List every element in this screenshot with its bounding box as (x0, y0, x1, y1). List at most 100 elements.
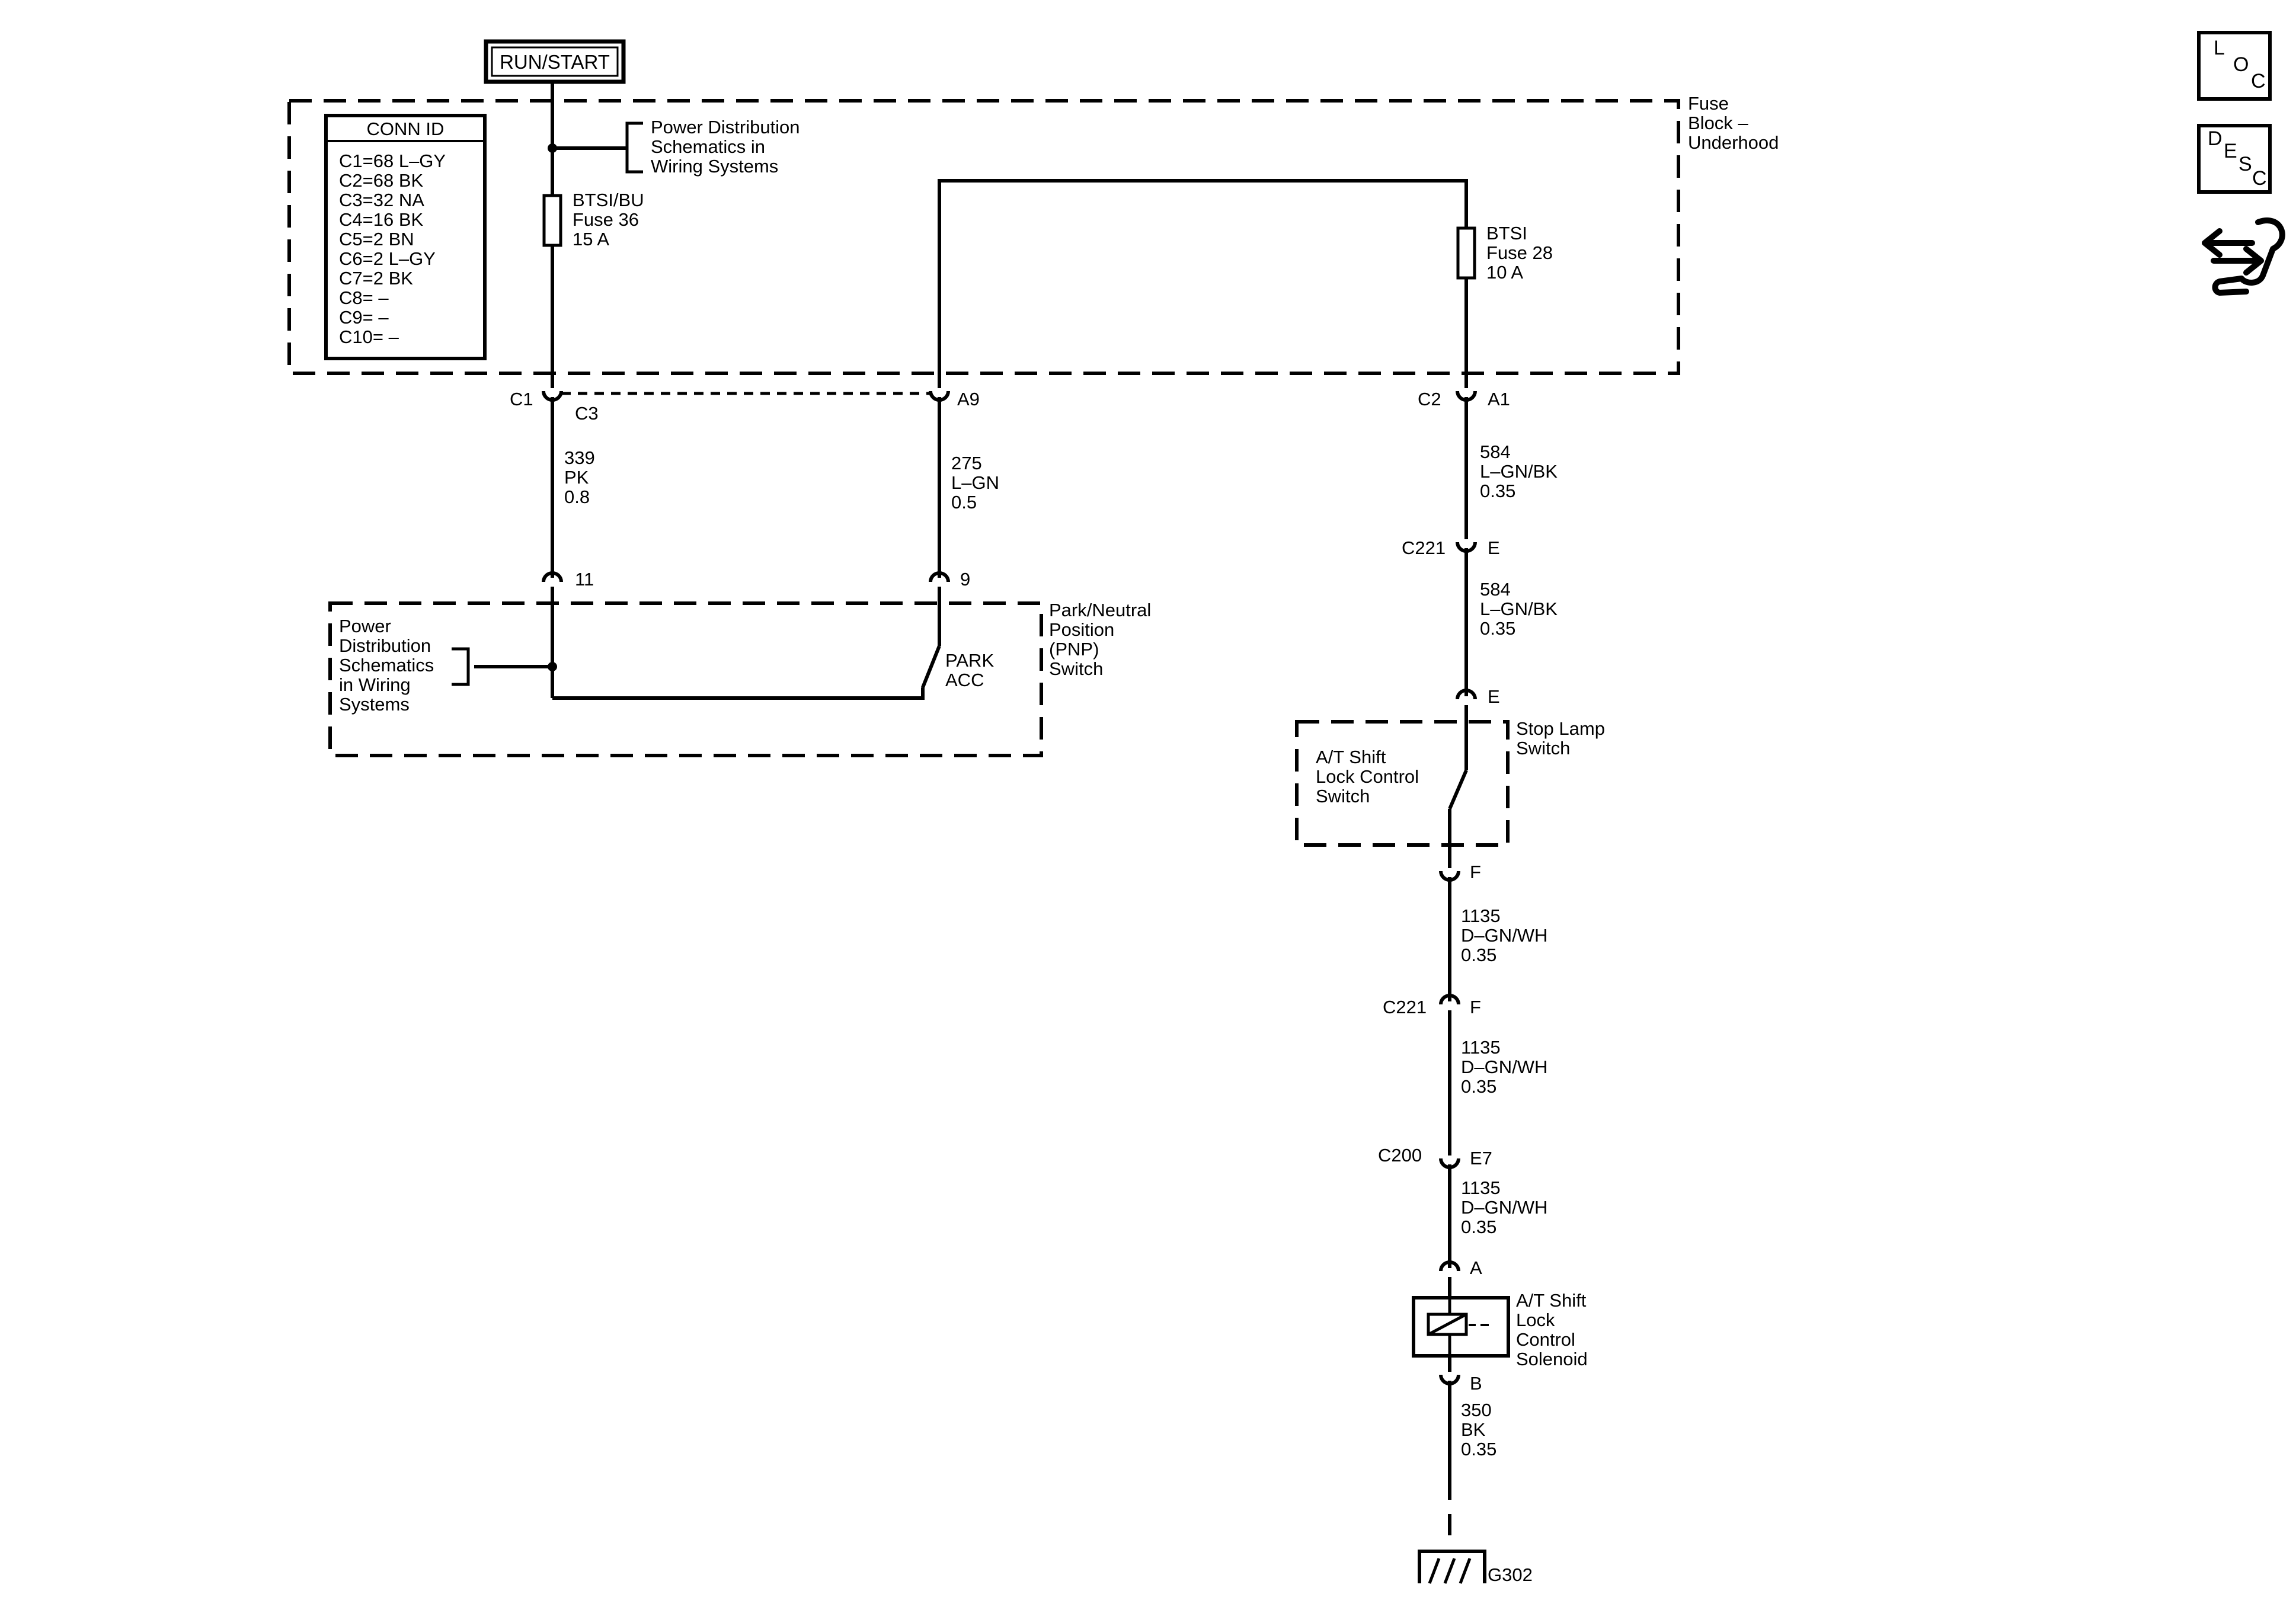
fuse36-label: BTSI/BU (573, 190, 644, 210)
conn-id-line: C7=2 BK (339, 268, 413, 289)
wire-584b-label: 0.35 (1480, 618, 1515, 639)
pnp-contact-label: ACC (945, 670, 984, 690)
solenoid-label: Solenoid (1516, 1349, 1588, 1369)
connector-f2-label: F (1470, 997, 1481, 1017)
pnp-switch-label: Position (1049, 619, 1114, 640)
wire-pnp-bottom (552, 687, 925, 700)
wire-fuse28-loop (938, 179, 1468, 388)
run-start-label-box: RUN/START (484, 39, 626, 84)
connector-c2-label: C2 (1418, 389, 1441, 409)
wire-584a-label: 0.35 (1480, 481, 1515, 501)
desc-icon[interactable]: D E S C (2197, 124, 2272, 194)
solenoid-label: Lock (1516, 1310, 1555, 1330)
loc-icon[interactable]: L O C (2197, 31, 2272, 101)
stop-lamp-inner-label: Switch (1316, 786, 1370, 806)
fuse28-label: Fuse 28 (1486, 242, 1553, 263)
pnp-power-ref-text: Schematics (339, 655, 434, 676)
pnp-power-ref-bracket (452, 647, 470, 686)
conn-id-line: C2=68 BK (339, 170, 424, 191)
wire-350-label: 350 (1461, 1400, 1492, 1420)
connector-e7-label: E7 (1470, 1148, 1492, 1169)
wire-339-label: 0.8 (564, 486, 590, 507)
fuse28-label: 10 A (1486, 262, 1523, 283)
connector-f-label: F (1470, 862, 1481, 882)
conn-id-line: C8= – (339, 287, 389, 308)
wire-584b-label: L–GN/BK (1480, 598, 1558, 619)
connector-a1-label: A1 (1488, 389, 1510, 409)
conn-id-title: CONN ID (367, 119, 445, 139)
pnp-power-ref-text: in Wiring (339, 674, 411, 695)
pnp-power-ref-text: Systems (339, 694, 410, 715)
connector-a9-label: A9 (957, 389, 980, 409)
connector-c221-f-label: C221 (1383, 997, 1427, 1017)
fuse28-label: BTSI (1486, 223, 1527, 244)
power-ref-text: Power Distribution (651, 117, 800, 137)
wire-584a-label: 584 (1480, 441, 1511, 462)
wire-1135c-label: 1135 (1461, 1177, 1501, 1198)
connector-e2-label: E (1488, 686, 1500, 707)
pnp-power-ref-text: Power (339, 616, 391, 636)
connector-solenoid-a (1439, 1260, 1460, 1272)
power-ref-text: Schematics in (651, 136, 765, 157)
connector-pin9-label: 9 (960, 569, 970, 590)
svg-text:C: C (2251, 70, 2266, 92)
svg-text:S: S (2239, 153, 2252, 175)
connector-pin11-label: 11 (575, 569, 594, 590)
stop-lamp-inner-label: Lock Control (1316, 766, 1419, 787)
connector-pin11 (542, 571, 563, 582)
fuse36-symbol (542, 194, 562, 247)
stop-lamp-switch-label: Switch (1516, 738, 1570, 758)
fuse-block-label-2: Block – (1688, 113, 1748, 133)
connector-c221-f (1439, 994, 1460, 1005)
wire-584b-label: 584 (1480, 579, 1511, 600)
pnp-switch-label: (PNP) (1049, 639, 1099, 660)
conn-id-line: C10= – (339, 327, 399, 347)
conn-id-line: C9= – (339, 307, 389, 328)
svg-text:E: E (2224, 140, 2237, 162)
pnp-contact-label: PARK (945, 650, 994, 671)
pnp-power-ref-text: Distribution (339, 635, 431, 656)
wire-350-label: BK (1461, 1419, 1486, 1440)
fuse36-label: 15 A (573, 229, 609, 249)
solenoid-label: A/T Shift (1516, 1290, 1587, 1311)
wire-1135b-label: D–GN/WH (1461, 1057, 1547, 1077)
conn-id-line: C1=68 L–GY (339, 151, 446, 171)
wire-1135a-label: 0.35 (1461, 945, 1496, 965)
fuse-block-label-3: Underhood (1688, 132, 1779, 153)
connector-stop-lamp-e (1456, 689, 1477, 700)
pnp-switch-contact (921, 645, 941, 689)
solenoid-symbol (1412, 1277, 1510, 1372)
svg-text:L: L (2214, 37, 2225, 59)
wire-275-label: L–GN (951, 472, 999, 493)
connector-c3-label: C3 (575, 403, 599, 424)
connector-pin9 (929, 571, 950, 582)
pnp-switch-label: Switch (1049, 658, 1103, 679)
wire-275-label: 275 (951, 453, 982, 473)
ground-symbol (1418, 1550, 1486, 1584)
conn-id-table: CONN ID C1=68 L–GY C2=68 BK C3=32 NA C4=… (324, 114, 487, 360)
svg-text:O: O (2233, 53, 2249, 76)
wire-339-label: PK (564, 467, 589, 488)
stop-lamp-switch-contact (1448, 769, 1468, 810)
conn-id-line: C6=2 L–GY (339, 248, 436, 269)
pnp-switch-label: Park/Neutral (1049, 600, 1151, 620)
fuse-block-outline (287, 99, 1680, 375)
fuse36-label: Fuse 36 (573, 209, 639, 230)
wire-1135b-label: 1135 (1461, 1037, 1501, 1058)
connector-c200-label: C200 (1378, 1145, 1422, 1166)
wire-1135c-label: 0.35 (1461, 1217, 1496, 1237)
run-start-label: RUN/START (500, 51, 610, 73)
stop-lamp-switch-label: Stop Lamp (1516, 718, 1605, 739)
wire-339-label: 339 (564, 447, 595, 468)
arrows-wrench-icon[interactable] (2202, 217, 2285, 296)
power-ref-text: Wiring Systems (651, 156, 778, 177)
stop-lamp-switch-outline (1295, 720, 1510, 847)
connector-a-label: A (1470, 1257, 1482, 1278)
wire-275-label: 0.5 (951, 492, 977, 513)
connector-e-label: E (1488, 537, 1500, 558)
wire-350-label: 0.35 (1461, 1439, 1496, 1459)
wire-1135a-label: D–GN/WH (1461, 925, 1547, 946)
conn-id-line: C3=32 NA (339, 190, 424, 210)
conn-id-line: C4=16 BK (339, 209, 424, 230)
